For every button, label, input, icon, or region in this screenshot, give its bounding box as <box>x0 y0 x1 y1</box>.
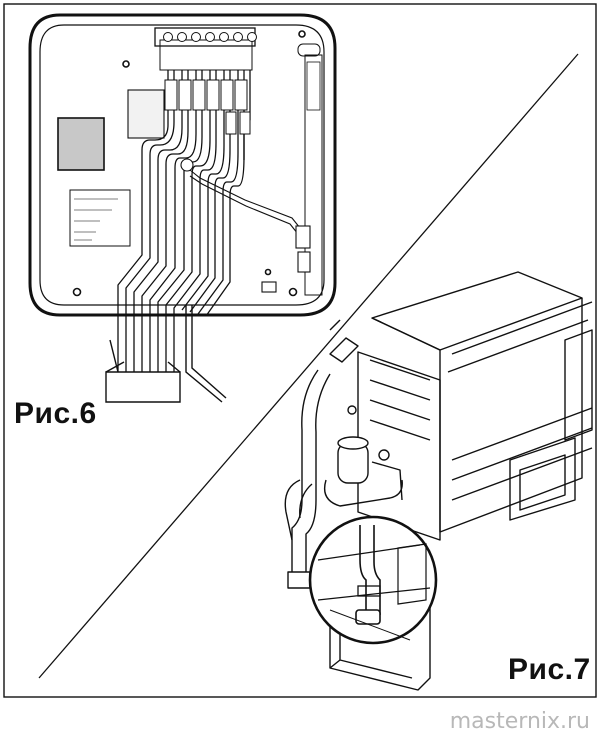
magnifier-circle <box>308 515 438 645</box>
label-plate-lines <box>74 198 118 241</box>
figure-7-caption: Рис.7 <box>508 653 591 686</box>
unit-illustration <box>284 271 593 691</box>
cable-sheath <box>105 305 227 403</box>
outer-frame <box>3 3 597 698</box>
watermark-text: masternix.ru <box>449 709 590 734</box>
wire-connectors <box>164 79 251 135</box>
panel-illustration <box>28 13 337 317</box>
figure-6-caption: Рис.6 <box>14 397 97 430</box>
terminal-screws <box>163 32 257 42</box>
diagonal-divider <box>38 53 579 679</box>
sensor-wire <box>180 158 311 293</box>
